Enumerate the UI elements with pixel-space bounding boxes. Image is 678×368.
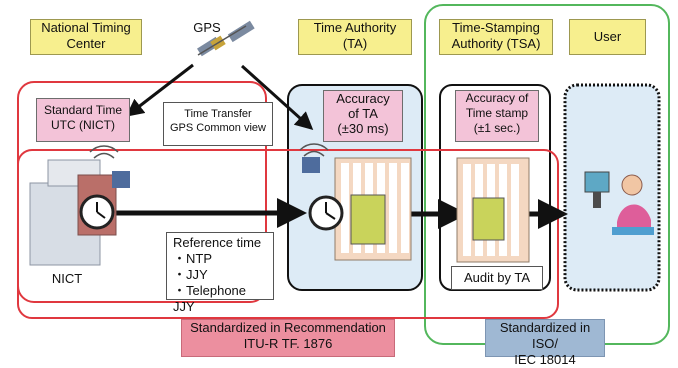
user-header: User — [569, 19, 646, 55]
gps-label: GPS — [193, 20, 221, 35]
itu-red-frame — [17, 149, 559, 319]
tsa-accuracy-box: Accuracy of Time stamp (±1 sec.) — [455, 90, 539, 142]
gps-satellite-icon — [197, 20, 255, 57]
time-authority-header: Time Authority (TA) — [298, 19, 412, 55]
ta-equipment-icon — [302, 157, 412, 261]
nict-label: NICT — [51, 271, 83, 286]
gps-arrow-nict — [125, 63, 194, 117]
audit-by-ta-box: Audit by TA — [451, 266, 543, 290]
reference-time-title: Reference time — [173, 235, 262, 250]
iso-standard-box: Standardized in ISO/ IEC 18014 — [485, 319, 605, 367]
user-frame — [563, 83, 661, 292]
reference-time-item-telephone-jjy: ・Telephone JJY — [173, 283, 247, 314]
tsa-equipment-icon — [456, 157, 530, 263]
national-timing-center-header: National Timing Center — [30, 19, 142, 55]
reference-time-box: Reference time ・NTP ・JJY ・Telephone JJY — [166, 232, 274, 314]
tsa-header: Time-Stamping Authority (TSA) — [439, 19, 553, 55]
reference-time-item-jjy: ・JJY — [173, 267, 208, 282]
ta-accuracy-box: Accuracy of TA (±30 ms) — [323, 90, 403, 142]
gps-arrow-ta — [240, 64, 314, 131]
itu-standard-box: Standardized in Recommendation ITU-R TF.… — [181, 319, 395, 357]
nict-building-icon — [29, 159, 130, 266]
standard-time-box: Standard Time UTC (NICT) — [36, 98, 130, 142]
timing-diagram: National Timing Center GPS Time Authorit… — [17, 4, 670, 367]
time-transfer-box: Time Transfer GPS Common view — [163, 102, 273, 146]
user-person-icon — [584, 171, 654, 235]
radio-wave-icons — [89, 143, 329, 159]
reference-time-item-ntp: ・NTP — [173, 251, 213, 266]
